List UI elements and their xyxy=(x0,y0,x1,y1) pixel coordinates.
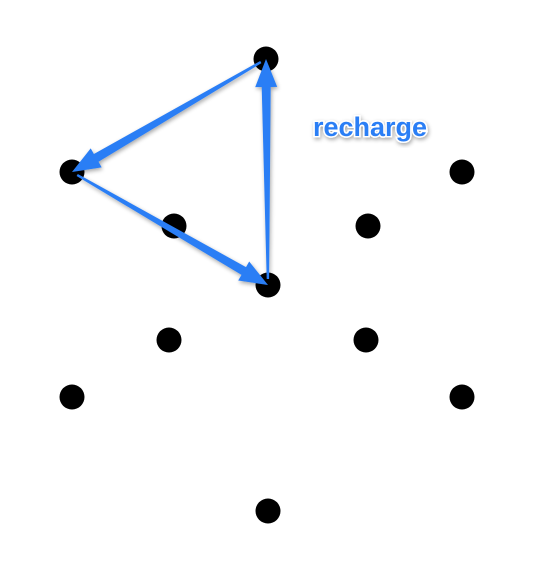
arrow-center-to-top xyxy=(255,59,278,279)
arrow-top-to-upper-left xyxy=(72,61,262,172)
dot-bottom xyxy=(255,498,281,524)
dot-inner-lower-left xyxy=(156,327,182,353)
dots-layer xyxy=(59,46,475,524)
arrows-layer xyxy=(72,59,278,285)
dot-lower-right xyxy=(449,384,475,410)
dot-lower-left xyxy=(59,384,85,410)
arrow-upper-left-to-center xyxy=(76,174,268,285)
dot-inner-upper-right xyxy=(355,213,381,239)
dot-upper-right xyxy=(449,159,475,185)
dot-inner-lower-right xyxy=(353,327,379,353)
recharge-label: recharge xyxy=(313,112,427,142)
